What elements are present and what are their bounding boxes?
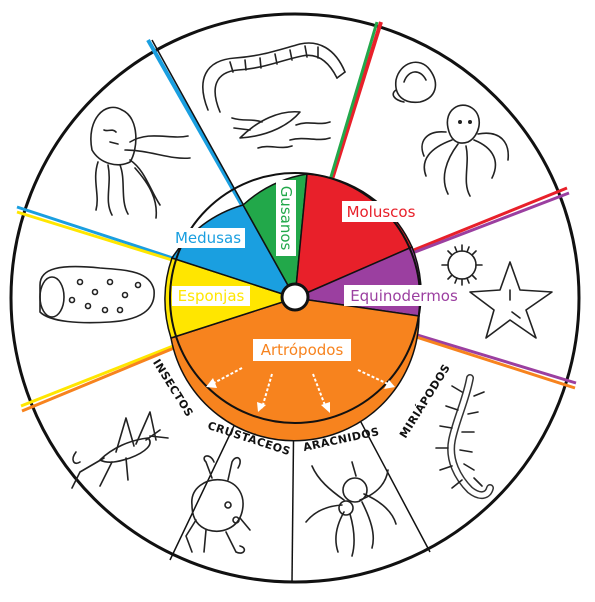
sector-artropodos [170, 297, 420, 442]
spider-icon [305, 461, 397, 557]
label-artropodos: Artrópodos [261, 341, 344, 359]
label-equinodermos: Equinodermos [350, 287, 458, 305]
group-labels: Medusas Gusanos Moluscos Equinodermos Es… [171, 180, 464, 361]
label-medusas: Medusas [175, 229, 241, 247]
label-esponjas: Esponjas [178, 287, 245, 305]
sponge-icon [39, 265, 155, 324]
sea-urchin-icon [441, 244, 483, 286]
jellyfish-icon [90, 106, 191, 219]
octopus-icon [421, 104, 509, 197]
label-moluscos: Moluscos [347, 203, 416, 221]
grasshopper-icon [71, 411, 169, 489]
crab-icon [185, 455, 251, 554]
inner-hub [164, 172, 422, 442]
label-gusanos: Gusanos [277, 186, 295, 251]
clam-icon [392, 61, 437, 104]
centipede-icon [435, 374, 494, 499]
starfish-icon [469, 261, 553, 339]
worm-icon [202, 42, 346, 113]
flatworm-icon [231, 110, 331, 149]
arthropod-arrows [211, 367, 389, 409]
center-hole [280, 282, 310, 312]
